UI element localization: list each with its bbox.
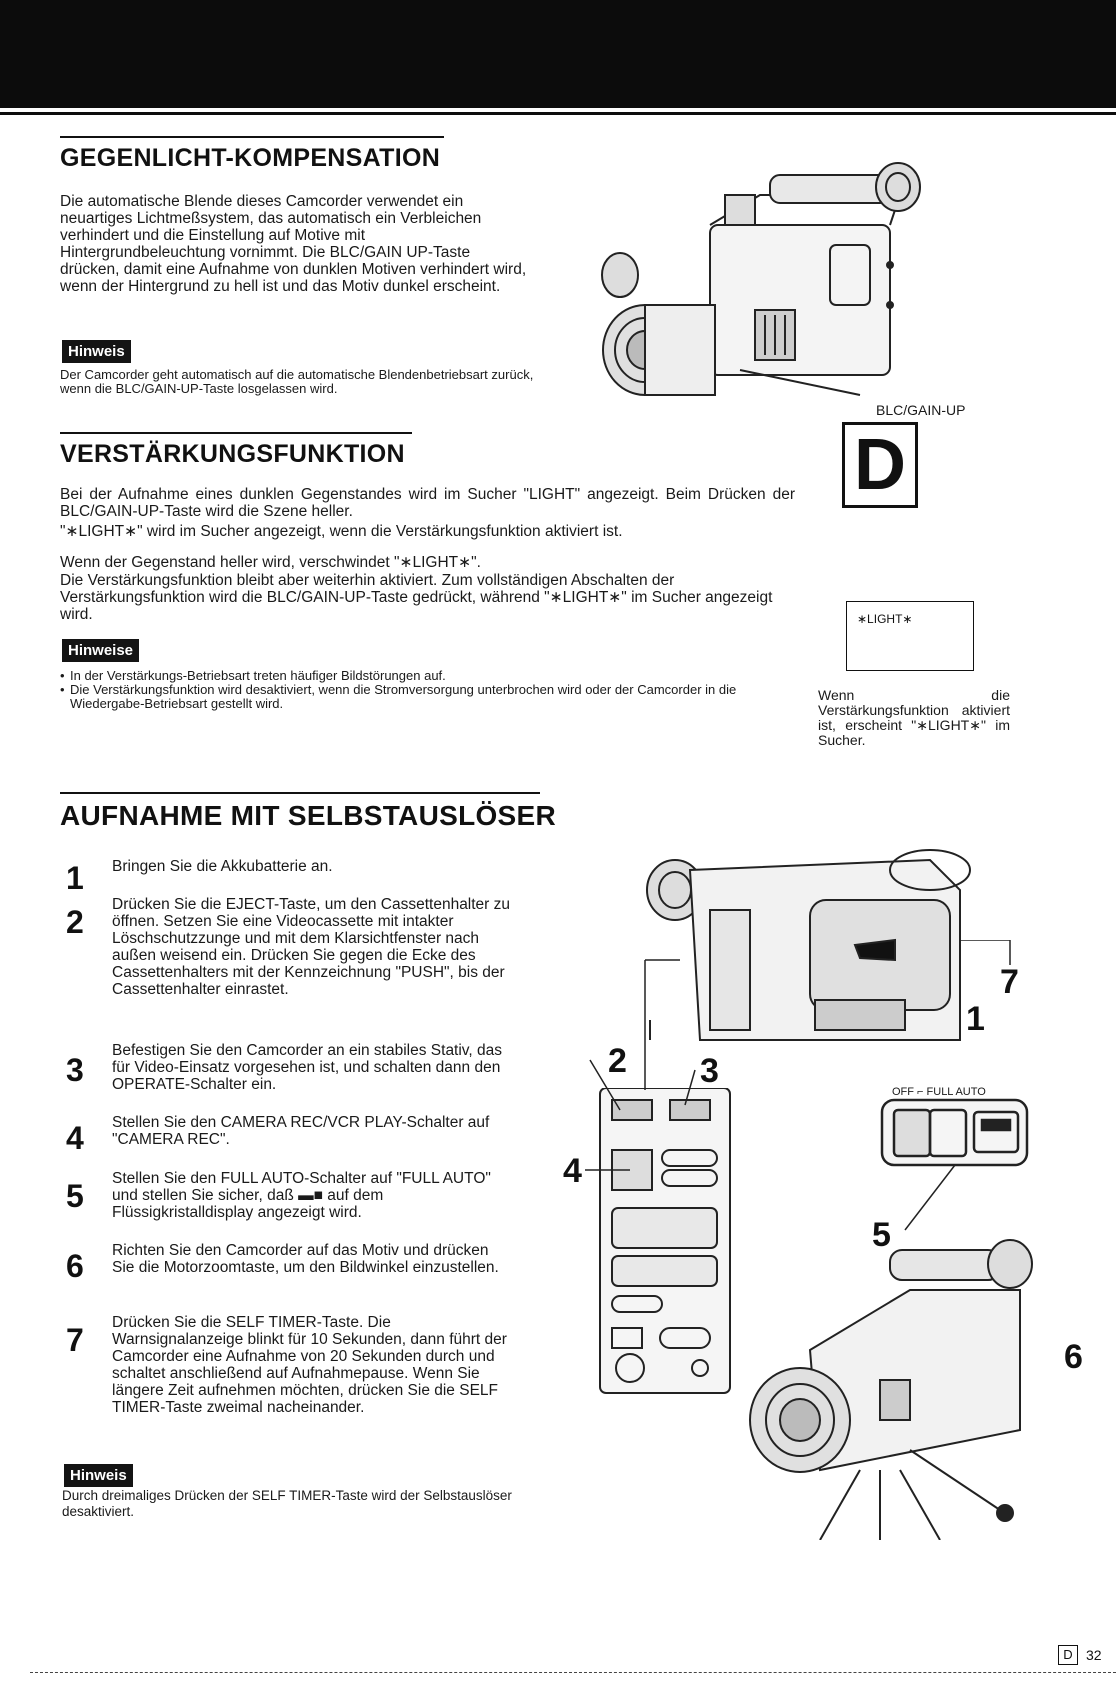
viewfinder-caption: Wenn die Verstärkungsfunktion aktiviert … (818, 687, 1010, 748)
step-number: 6 (66, 1248, 84, 1284)
step-number: 5 (66, 1178, 84, 1214)
note-badge: Hinweis (62, 340, 131, 363)
header-rule (0, 112, 1116, 115)
backlight-note: Der Camcorder geht automatisch auf die a… (60, 367, 534, 396)
footer-d-marker: D (1058, 1645, 1078, 1665)
step-text: Stellen Sie den CAMERA REC/VCR PLAY-Scha… (112, 1114, 490, 1148)
gain-paragraph-1: Bei der Aufnahme eines dunklen Gegenstan… (60, 486, 795, 520)
gain-note-1: In der Verstärkungs-Betriebsart treten h… (60, 669, 800, 684)
gain-paragraph-2: "∗LIGHT∗" wird im Sucher angezeigt, wenn… (60, 523, 623, 540)
footer-rule (30, 1672, 1116, 1673)
full-auto-switch-label: OFF ⌐ FULL AUTO (892, 1086, 986, 1098)
callout-number: 1 (966, 1000, 985, 1038)
camcorder-illustration-blc (601, 162, 921, 396)
step-number: 7 (66, 1322, 84, 1358)
camcorder-tripod-illustration (749, 1239, 1033, 1540)
step-text: Richten Sie den Camcorder auf das Motiv … (112, 1242, 499, 1276)
callout-number: 4 (563, 1152, 582, 1190)
section-title-gain: VERSTÄRKUNGSFUNKTION (60, 432, 412, 469)
callout-number: 6 (1064, 1338, 1083, 1376)
viewfinder-light-box: ∗LIGHT∗ (846, 601, 974, 671)
self-timer-note: Durch dreimaliges Drücken der SELF TIMER… (62, 1488, 512, 1519)
callout-number: 3 (700, 1052, 719, 1090)
callout-number: 7 (1000, 963, 1019, 1001)
page-number: 32 (1086, 1647, 1102, 1663)
header-black-bar (0, 0, 1116, 108)
step-number: 1 (66, 860, 84, 896)
step-text: Befestigen Sie den Camcorder an ein stab… (112, 1042, 503, 1093)
full-auto-switch-illustration (880, 1098, 1029, 1167)
d-language-marker: D (842, 422, 918, 508)
section-title-self-timer: AUFNAHME MIT SELBSTAUSLÖSER (60, 792, 556, 832)
callout-number: 2 (608, 1042, 627, 1080)
control-panel-illustration (599, 1088, 731, 1394)
step-text: Drücken Sie die SELF TIMER-Taste. Die Wa… (112, 1314, 507, 1416)
section-title-backlight: GEGENLICHT-KOMPENSATION (60, 136, 444, 173)
step-number: 2 (66, 904, 84, 940)
step-text: Drücken Sie die EJECT-Taste, um den Cass… (112, 896, 511, 998)
notes-badge: Hinweise (62, 639, 140, 662)
gain-paragraph-4: Die Verstärkungsfunktion bleibt aber wei… (60, 572, 773, 623)
callout-number: 5 (872, 1216, 891, 1254)
step-text: Bringen Sie die Akkubatterie an. (112, 858, 333, 875)
self-timer-note-badge: Hinweis (64, 1464, 133, 1487)
backlight-paragraph: Die automatische Blende dieses Camcorder… (60, 193, 527, 295)
camcorder-cassette-illustration (646, 849, 971, 1041)
step-text: Stellen Sie den FULL AUTO-Schalter auf "… (112, 1170, 491, 1221)
step-number: 3 (66, 1052, 84, 1088)
callout-leader-lines (585, 940, 1011, 1231)
viewfinder-light-text: ∗LIGHT∗ (857, 612, 913, 626)
gain-notes: In der Verstärkungs-Betriebsart treten h… (60, 669, 800, 711)
gain-paragraph-3: Wenn der Gegenstand heller wird, verschw… (60, 554, 481, 571)
blc-gain-up-label: BLC/GAIN-UP (876, 402, 966, 418)
step-number: 4 (66, 1120, 84, 1156)
gain-note-2: Die Verstärkungsfunktion wird desaktivie… (60, 683, 800, 711)
